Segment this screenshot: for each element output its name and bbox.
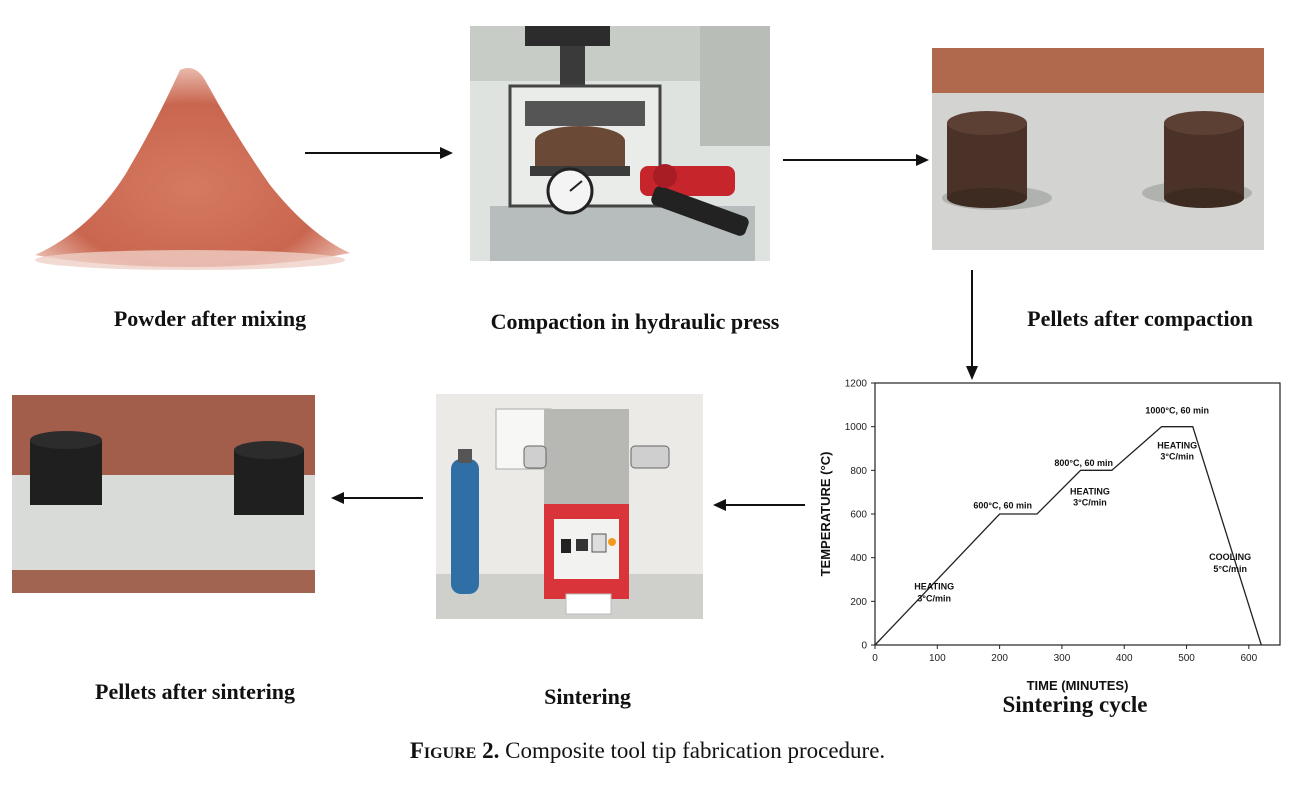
y-axis-label: TEMPERATURE (°C): [818, 452, 833, 577]
chart-annotation: HEATING: [1157, 441, 1197, 451]
label-sintering: Sintering: [544, 684, 631, 709]
x-axis-label: TIME (MINUTES): [1027, 678, 1129, 693]
caption-figure-number: Figure 2.: [409, 738, 500, 763]
label-pellets-sintering: Pellets after sintering: [95, 679, 295, 704]
arrow-furnace-to-pellets: [331, 492, 423, 504]
chart-annotation: 3°C/min: [917, 593, 951, 603]
y-tick-label: 200: [850, 597, 867, 608]
arrow-cycle-to-furnace: [713, 499, 805, 511]
sintering-furnace-photo: [436, 394, 703, 619]
chart-annotation: 1000°C, 60 min: [1145, 406, 1209, 416]
series-line: [874, 426, 1262, 646]
chart-annotation: HEATING: [914, 581, 954, 591]
y-tick-label: 0: [861, 641, 867, 652]
chart-plot-group: 0 100 200 300 400 500 600 0 200 400 600 800 1000 1200…: [818, 379, 1281, 693]
figure-caption: Figure 2. Composite tool tip fabrication…: [0, 738, 1295, 764]
pellets-sintering-photo: [12, 395, 315, 593]
y-tick-label: 800: [850, 466, 867, 477]
x-tick-label: 300: [1054, 653, 1071, 664]
y-tick-label: 400: [850, 553, 867, 564]
x-tick-label: 500: [1178, 653, 1195, 664]
chart-annotation: HEATING: [1070, 486, 1110, 496]
x-tick-label: 400: [1116, 653, 1133, 664]
y-tick-label: 600: [850, 510, 867, 521]
arrow-pellets-to-cycle: [966, 270, 978, 380]
chart-annotation: 800°C, 60 min: [1054, 458, 1113, 468]
label-pellets-compaction: Pellets after compaction: [1027, 306, 1253, 331]
sintering-cycle-chart: 0 100 200 300 400 500 600 0 200 400 600 800 1000 1200…: [818, 379, 1281, 693]
pellets-compaction-photo: [932, 48, 1264, 250]
label-powder: Powder after mixing: [113, 306, 307, 331]
chart-annotation: 600°C, 60 min: [973, 501, 1032, 511]
label-sintering-cycle: Sintering cycle: [1002, 692, 1148, 717]
arrow-press-to-pellets: [783, 154, 929, 166]
x-tick-label: 0: [872, 653, 878, 664]
hydraulic-press-photo: [470, 26, 770, 261]
arrow-powder-to-press: [305, 147, 453, 159]
powder-photo: [30, 55, 355, 275]
chart-annotation: 3°C/min: [1160, 451, 1194, 461]
chart-annotation: 3°C/min: [1073, 497, 1107, 507]
chart-annotation: 5°C/min: [1213, 564, 1247, 574]
y-tick-label: 1200: [845, 379, 868, 390]
chart-plot-frame: [874, 382, 1281, 646]
x-tick-label: 600: [1241, 653, 1258, 664]
x-tick-label: 200: [991, 653, 1008, 664]
caption-text: Composite tool tip fabrication procedure…: [505, 738, 886, 763]
chart-annotation: COOLING: [1209, 552, 1251, 562]
label-compaction: Compaction in hydraulic press: [490, 309, 780, 334]
x-tick-label: 100: [929, 653, 946, 664]
y-tick-label: 1000: [845, 422, 868, 433]
